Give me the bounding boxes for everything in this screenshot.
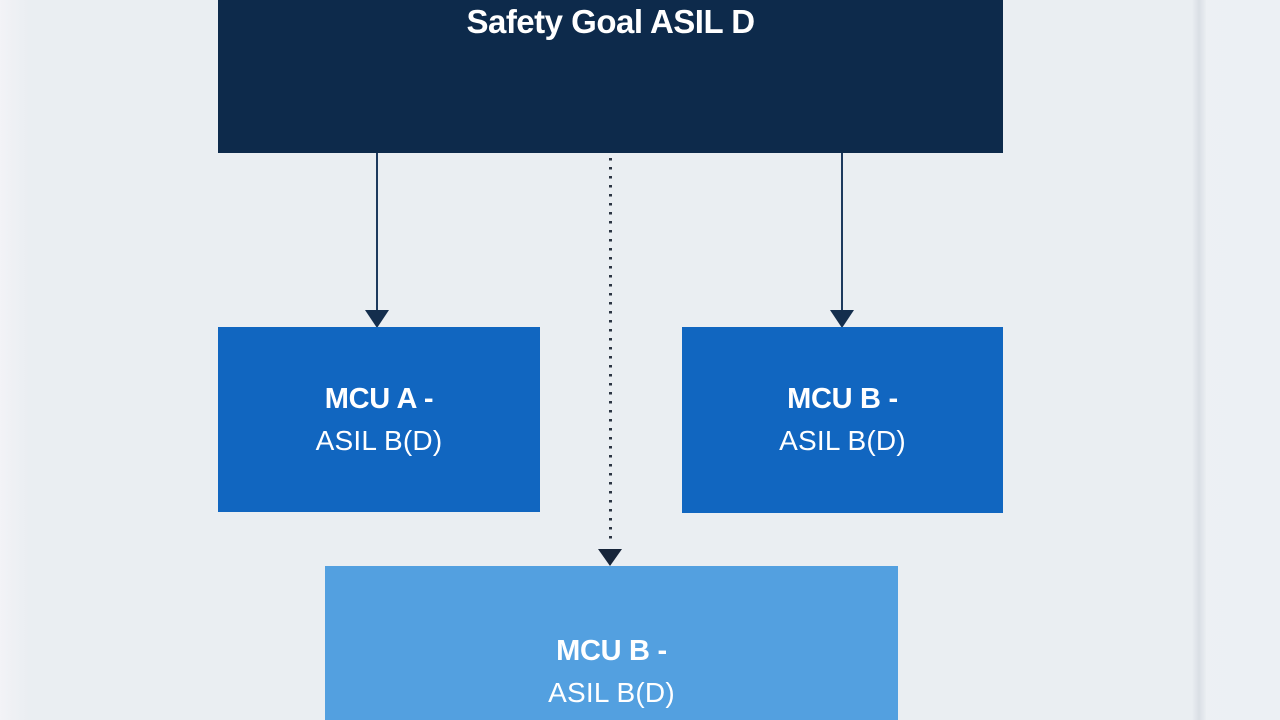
- node-mcu-b: MCU B - ASIL B(D): [682, 327, 1003, 513]
- arrow-line-to-mcu-a: [376, 153, 378, 311]
- decomposed-mcu-b-asil-label: ASIL B(D): [548, 677, 675, 708]
- arrow-line-to-mcu-b: [841, 153, 843, 311]
- mcu-a-name-label: MCU A -: [324, 382, 434, 415]
- safety-goal-label: Safety Goal ASIL D: [466, 2, 755, 40]
- node-mcu-b-decomposed: MCU B - ASIL B(D): [325, 566, 898, 720]
- node-safety-goal: Safety Goal ASIL D: [218, 0, 1003, 153]
- mcu-b-name-label: MCU B -: [787, 383, 898, 415]
- dotted-arrow-head-to-decomposed-mcu-b: [598, 549, 622, 566]
- dotted-line-to-decomposed-mcu-b: [609, 158, 612, 545]
- decomposed-mcu-b-name-label: MCU B -: [556, 635, 667, 667]
- node-mcu-a: MCU A - ASIL B(D): [218, 327, 540, 512]
- page-edge-right-seam: [1192, 0, 1206, 720]
- mcu-a-asil-label: ASIL B(D): [315, 424, 443, 456]
- arrow-head-to-mcu-b: [830, 310, 854, 328]
- mcu-b-asil-label: ASIL B(D): [779, 425, 906, 456]
- arrow-head-to-mcu-a: [365, 310, 389, 328]
- page-edge-right-band: [1206, 0, 1280, 720]
- page-edge-left: [0, 0, 30, 720]
